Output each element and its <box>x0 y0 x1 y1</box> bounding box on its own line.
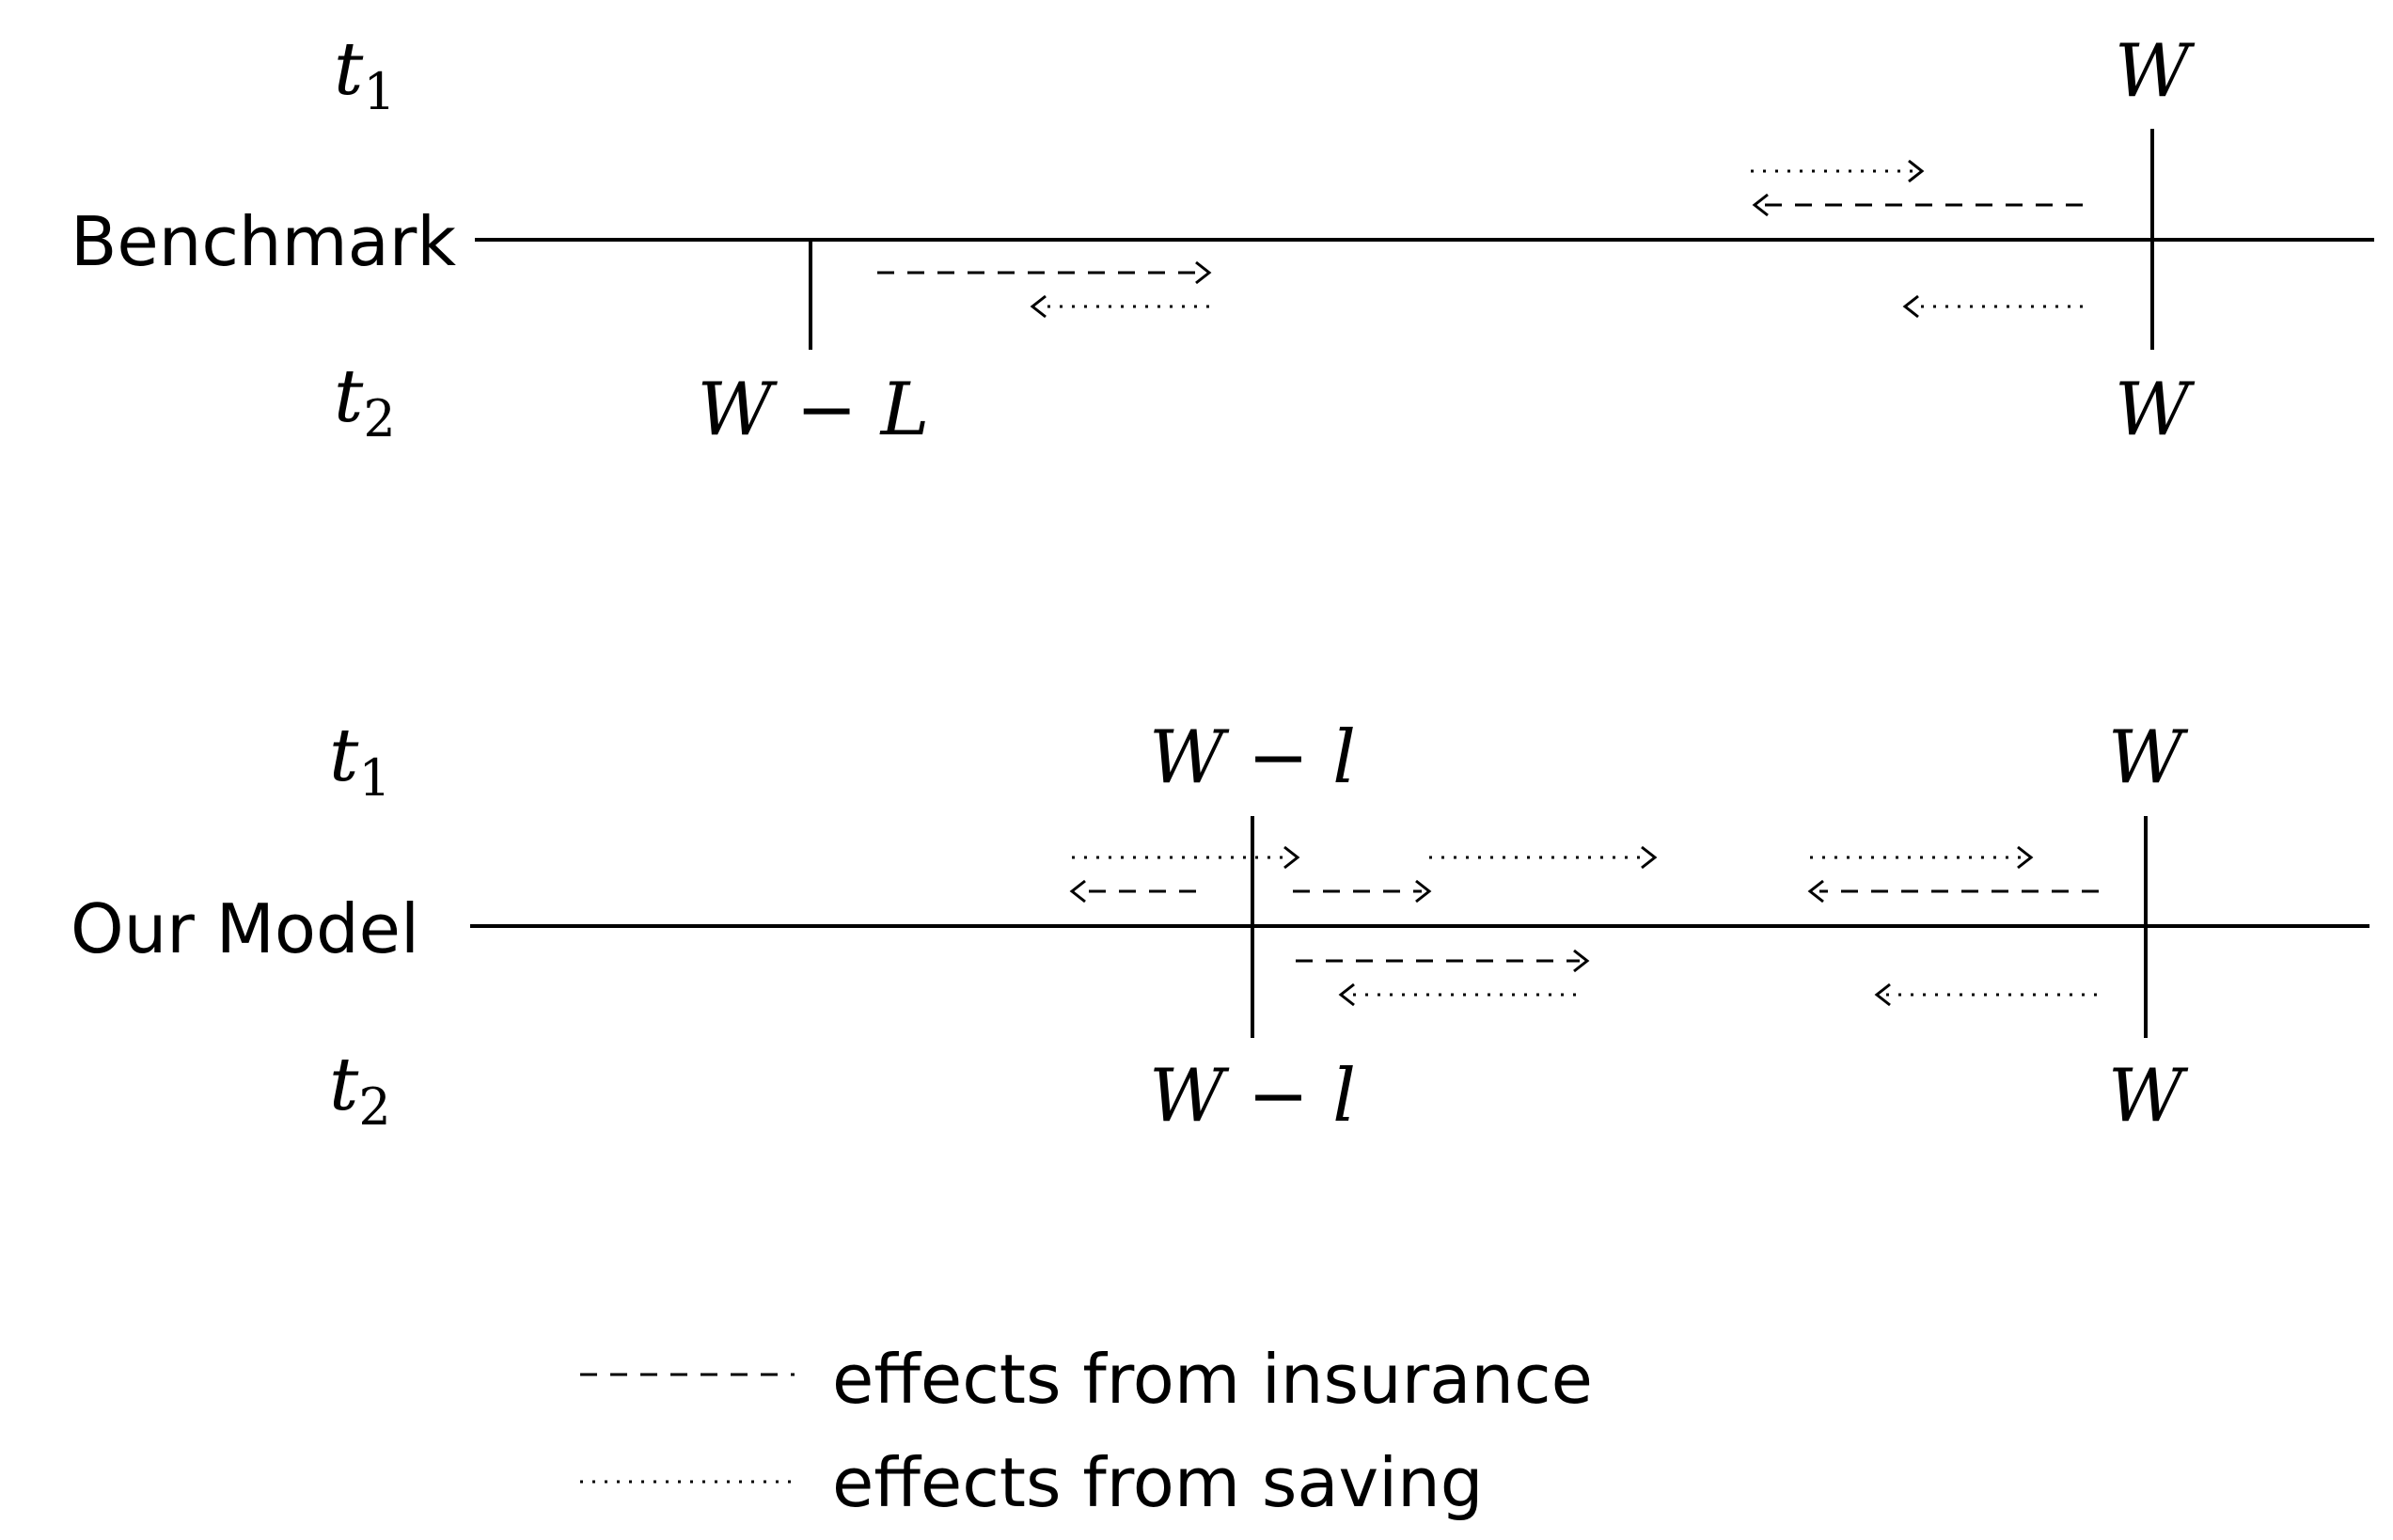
benchmark-row-label: Benchmark <box>71 202 456 281</box>
benchmark-t1-label: t1 <box>334 27 396 121</box>
model-insurance-arrow-left-near-w <box>1807 879 2099 904</box>
legend-label-saving: effects from saving <box>832 1443 1483 1522</box>
benchmark-t2-label: t2 <box>334 354 396 448</box>
benchmark-insurance-arrow-left-top <box>1752 193 2083 217</box>
model-bottom-mark-w: W <box>2108 1054 2189 1139</box>
benchmark-saving-arrow-right-top <box>1751 159 1925 183</box>
benchmark-bottom-mark-w: W <box>2115 368 2196 452</box>
legend-entry-saving: effects from saving <box>580 1443 1483 1522</box>
legend-entry-insurance: effects from insurance <box>580 1340 1593 1419</box>
model-insurance-arrow-right-bottom <box>1296 949 1590 973</box>
legend-label-insurance: effects from insurance <box>832 1340 1593 1419</box>
benchmark-top-mark-w: W <box>2115 29 2196 114</box>
model-t1-label: t1 <box>329 714 391 808</box>
model-row-label: Our Model <box>71 889 419 968</box>
benchmark-saving-arrow-left-bottom <box>1902 294 2083 319</box>
legend: effects from insurance effects from savi… <box>580 1340 1593 1522</box>
model-top-mark-w-minus-l: W − l <box>1149 715 1356 800</box>
model-bottom-mark-w-minus-l: W − l <box>1149 1054 1356 1139</box>
model-panel: t1 t2 Our Model W − l W W − l W <box>71 714 2369 1139</box>
model-insurance-arrow-right-short <box>1293 879 1432 904</box>
model-saving-arrow-left-near-w-bottom <box>1874 982 2097 1007</box>
model-saving-arrow-left-bottom <box>1338 982 1576 1007</box>
model-saving-arrow-right-far <box>1429 845 1658 870</box>
benchmark-panel: t1 t2 Benchmark W W − L W <box>71 27 2374 452</box>
model-t2-label: t2 <box>329 1043 391 1137</box>
benchmark-bottom-mark-w-minus-l: W − L <box>698 368 930 452</box>
benchmark-insurance-arrow-right-bottom <box>877 260 1212 285</box>
model-saving-arrow-right-across-tick <box>1072 845 1300 870</box>
model-top-mark-w: W <box>2108 715 2189 800</box>
model-saving-arrow-right-near-w <box>1810 845 2034 870</box>
benchmark-saving-arrow-left-lower <box>1030 294 1209 319</box>
model-insurance-arrow-left-short <box>1069 879 1196 904</box>
